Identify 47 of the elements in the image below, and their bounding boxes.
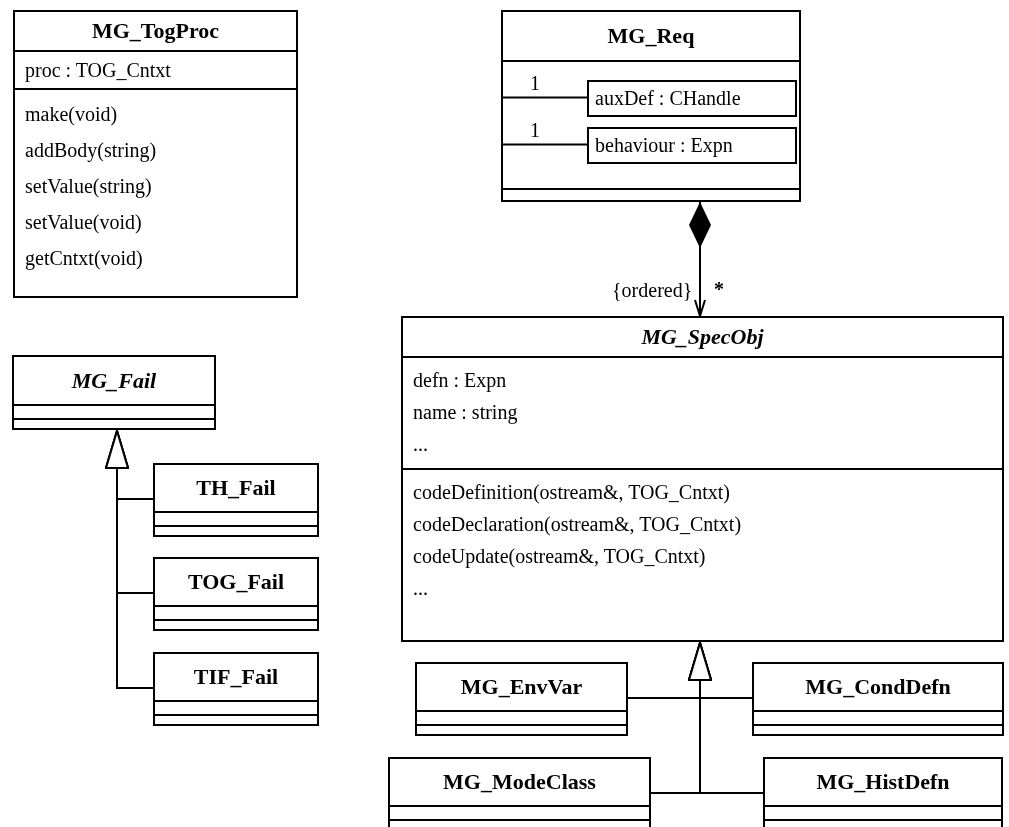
multiplicity-label: 1 [530,72,540,94]
class-box [752,662,1004,736]
generalization-arrow [688,641,764,794]
class-box [388,757,651,827]
class-box [401,316,1004,642]
attribute-box [587,80,797,117]
method-text: codeUpdate(ostream&, TOG_Cntxt) [413,544,707,570]
class-name: TH_Fail [195,475,277,501]
class-name: MG_Req [606,23,696,49]
method-text: ... [413,576,429,601]
attribute-text: defn : Expn [413,368,508,394]
class-name: TIF_Fail [192,664,280,690]
class-box [153,557,319,631]
class-name: TOG_Fail [186,569,286,595]
attribute-text: auxDef : CHandle [595,87,742,110]
association-line [501,96,589,99]
class-name: MG_CondDefn [804,674,952,700]
composition-arrow [689,201,711,317]
edge-label: {ordered} [612,279,693,301]
class-box [763,757,1003,827]
association-line [501,143,589,146]
class-name: MG_TogProc [90,18,221,44]
method-text: getCntxt(void) [25,246,144,272]
class-name: MG_HistDefn [815,769,951,795]
attribute-box [587,127,797,164]
attribute-text: name : string [413,400,519,426]
class-box [13,10,298,298]
class-name: MG_EnvVar [459,674,584,700]
method-text: codeDefinition(ostream&, TOG_Cntxt) [413,480,731,506]
class-box [501,10,801,202]
class-box [12,355,216,430]
multiplicity-label: 1 [530,119,540,141]
method-text: make(void) [25,102,119,128]
method-text: setValue(string) [25,174,153,200]
method-text: setValue(void) [25,210,143,236]
class-name: MG_ModeClass [442,769,597,795]
method-text: addBody(string) [25,138,158,164]
class-box [153,463,319,537]
method-text: codeDeclaration(ostream&, TOG_Cntxt) [413,512,743,538]
class-box [153,652,319,726]
attribute-text: ... [413,432,429,457]
class-box [415,662,628,736]
attribute-text: behaviour : Expn [595,134,734,157]
attribute-text: proc : TOG_Cntxt [25,58,172,82]
generalization-arrow [105,429,154,689]
class-name: MG_SpecObj [640,324,765,350]
class-name: MG_Fail [70,367,158,394]
